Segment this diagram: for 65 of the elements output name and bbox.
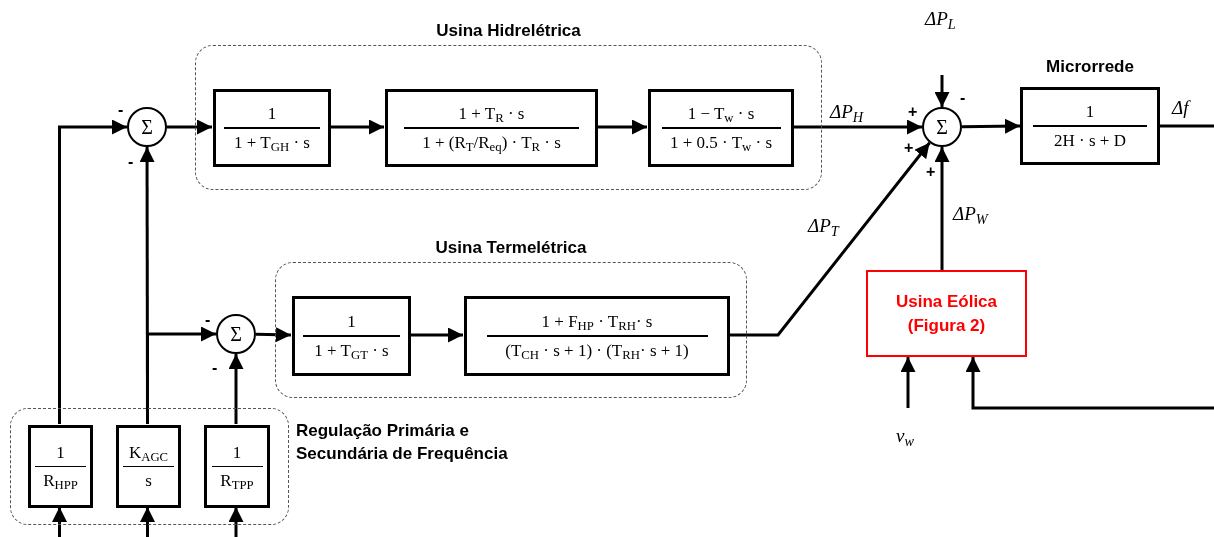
signal-label: Δf [1172, 97, 1189, 118]
numerator: 1 [266, 103, 278, 125]
transfer-function-block [385, 89, 598, 167]
signal-arrow [255, 327, 292, 343]
numerator: 1 + F$_{HP}$ · T$_{RH}$· s [540, 311, 654, 333]
numerator: 1 [1084, 101, 1096, 123]
sign-mark: + [926, 163, 936, 180]
signal-arrow [793, 119, 922, 135]
signal-arrow [729, 141, 931, 337]
signal-arrow [52, 507, 67, 537]
signal-arrow [965, 357, 1214, 410]
signal-arrow [410, 327, 463, 343]
sign-mark: - [212, 359, 218, 376]
numerator: 1 − T$_{w}$ · s [686, 103, 756, 125]
sigma-symbol: Σ [230, 324, 242, 344]
numerator: 1 [55, 441, 66, 463]
subsystem-label: Usina Eólica (Figura 2) [894, 291, 999, 337]
denominator: R$_{TPP}$ [219, 470, 255, 492]
signal-arrow [934, 147, 950, 270]
denominator: s [144, 470, 153, 492]
block-heading: Microrrede [1046, 56, 1134, 78]
sigma-symbol: Σ [936, 117, 948, 137]
denominator: R$_{HPP}$ [42, 470, 79, 492]
sigma-symbol: Σ [141, 117, 153, 137]
sign-mark: - [205, 311, 211, 328]
numerator: 1 + T$_{R}$ · s [457, 103, 526, 125]
signal-arrow [934, 75, 950, 107]
transfer-function-block [648, 89, 794, 167]
sign-mark: + [904, 139, 914, 156]
signal-arrow [58, 119, 127, 424]
signal-arrow [146, 326, 216, 424]
transfer-function-block [204, 425, 270, 508]
group-heading: Usina Hidrelétrica [436, 20, 581, 42]
signal-arrow [140, 507, 155, 537]
signal-arrow [597, 119, 647, 135]
numerator: 1 [346, 311, 357, 333]
numerator: 1 [231, 441, 243, 463]
denominator: 1 + 0.5 · T$_{w}$ · s [668, 131, 774, 153]
summing-junction [922, 107, 962, 147]
signal-arrow [167, 119, 212, 135]
group-heading: Usina Termelétrica [435, 237, 587, 259]
summing-junction [216, 314, 256, 354]
group-caption: Regulação Primária e Secundária de Frequência [296, 420, 509, 466]
subsystem-box [866, 270, 1027, 357]
numerator: K$_{AGC}$ [127, 441, 170, 463]
denominator: 1 + T$_{GT}$ · s [313, 339, 390, 361]
signal-arrow [330, 119, 384, 135]
denominator: 2H · s + D [1053, 129, 1127, 151]
transfer-function-block [213, 89, 331, 167]
transfer-function-block [28, 425, 93, 508]
signal-arrow [961, 118, 1021, 134]
denominator: 1 + T$_{GH}$ · s [233, 131, 311, 153]
sign-mark: - [960, 89, 966, 106]
denominator: (T$_{CH}$ · s + 1) · (T$_{RH}$· s + 1) [504, 339, 690, 361]
transfer-function-block [292, 296, 411, 376]
transfer-function-block [464, 296, 730, 376]
sign-mark: - [118, 101, 124, 118]
sign-mark: - [128, 153, 134, 170]
signal-arrow [228, 354, 244, 424]
sign-mark: + [908, 103, 918, 120]
signal-arrow [228, 507, 244, 537]
summing-junction [127, 107, 167, 147]
signal-arrow [900, 357, 916, 408]
transfer-function-block [116, 425, 181, 508]
denominator: 1 + (R$_{T}$/R$_{eq}$) · T$_{R}$ · s [421, 131, 562, 153]
